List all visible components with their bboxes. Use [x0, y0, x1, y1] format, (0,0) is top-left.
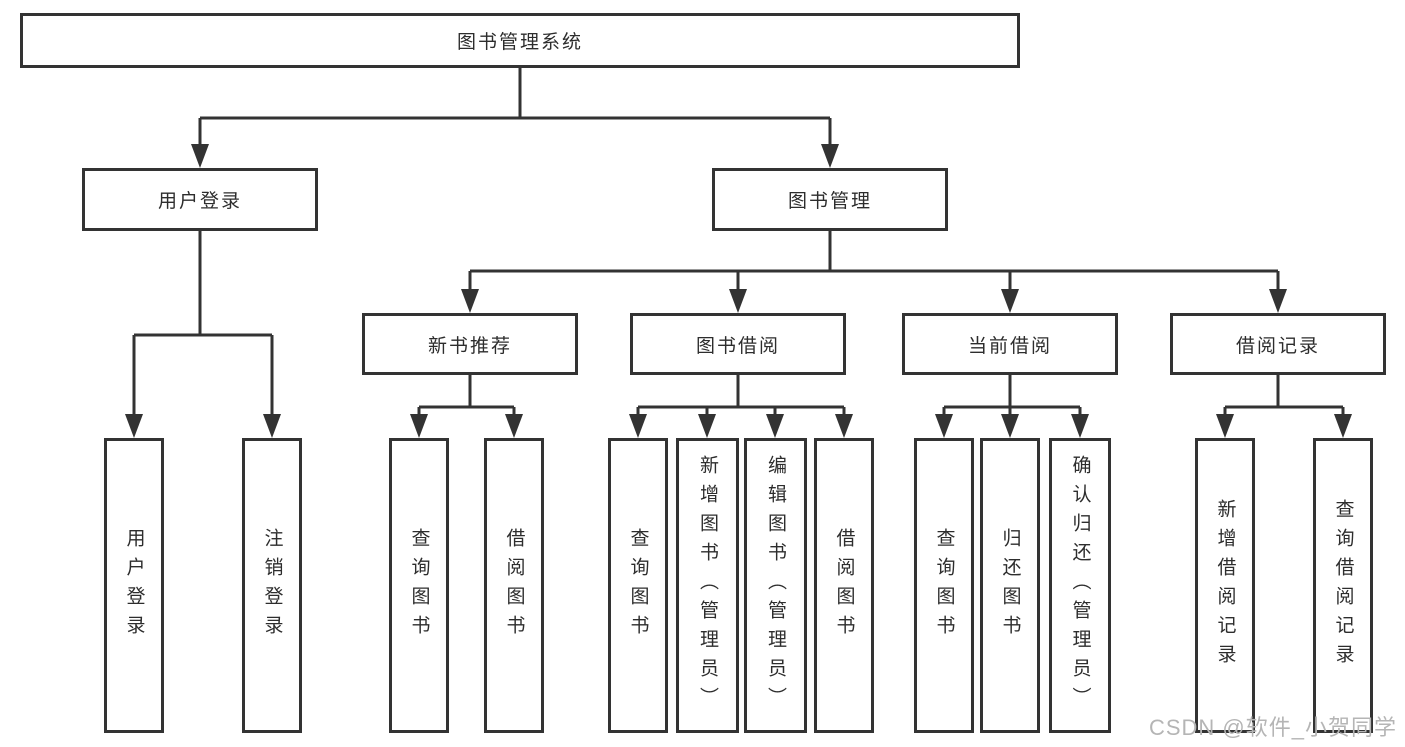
leaf-current-query-books: 查询图书 — [914, 438, 974, 733]
leaf-logout: 注销登录 — [242, 438, 302, 733]
leaf-query-borrow-record: 查询借阅记录 — [1313, 438, 1373, 733]
leaf-recommend-query-books: 查询图书 — [389, 438, 449, 733]
leaf-borrow-books-label: 借阅图书 — [833, 527, 855, 644]
leaf-user-login-label: 用户登录 — [123, 527, 145, 644]
leaf-edit-books-admin-label: 编辑图书（管理员） — [765, 455, 786, 716]
leaf-confirm-return-admin: 确认归还（管理员） — [1049, 438, 1111, 733]
watermark: CSDN @软件_小贺同学 — [1148, 715, 1397, 740]
leaf-add-borrow-record-label: 新增借阅记录 — [1214, 498, 1236, 673]
leaf-add-borrow-record: 新增借阅记录 — [1195, 438, 1255, 733]
node-borrow-records-label: 借阅记录 — [1235, 335, 1320, 357]
leaf-return-books: 归还图书 — [980, 438, 1040, 733]
leaf-logout-label: 注销登录 — [261, 527, 283, 644]
leaf-add-books-admin-label: 新增图书（管理员） — [697, 455, 718, 716]
leaf-recommend-query-books-label: 查询图书 — [408, 527, 430, 644]
leaf-return-books-label: 归还图书 — [999, 527, 1021, 644]
leaf-user-login: 用户登录 — [104, 438, 164, 733]
node-root-label: 图书管理系统 — [456, 32, 583, 53]
leaf-borrow-query-books-label: 查询图书 — [627, 527, 649, 644]
leaf-borrow-books: 借阅图书 — [814, 438, 874, 733]
node-current-borrow-label: 当前借阅 — [967, 335, 1052, 357]
leaf-current-query-books-label: 查询图书 — [933, 527, 955, 644]
node-new-book-recommend: 新书推荐 — [362, 313, 578, 375]
node-user-login-label: 用户登录 — [157, 191, 242, 212]
node-user-login: 用户登录 — [82, 168, 318, 231]
leaf-recommend-borrow-books: 借阅图书 — [484, 438, 544, 733]
node-book-management: 图书管理 — [712, 168, 948, 231]
leaf-edit-books-admin: 编辑图书（管理员） — [744, 438, 807, 733]
leaf-confirm-return-admin-label: 确认归还（管理员） — [1069, 455, 1091, 716]
node-book-borrow: 图书借阅 — [630, 313, 846, 375]
node-book-borrow-label: 图书借阅 — [695, 335, 780, 357]
leaf-query-borrow-record-label: 查询借阅记录 — [1332, 498, 1354, 673]
node-new-book-recommend-label: 新书推荐 — [427, 335, 512, 357]
node-current-borrow: 当前借阅 — [902, 313, 1118, 375]
node-borrow-records: 借阅记录 — [1170, 313, 1386, 375]
leaf-add-books-admin: 新增图书（管理员） — [676, 438, 739, 733]
node-root: 图书管理系统 — [20, 13, 1020, 68]
leaf-recommend-borrow-books-label: 借阅图书 — [503, 527, 525, 644]
node-book-management-label: 图书管理 — [787, 191, 872, 212]
leaf-borrow-query-books: 查询图书 — [608, 438, 668, 733]
